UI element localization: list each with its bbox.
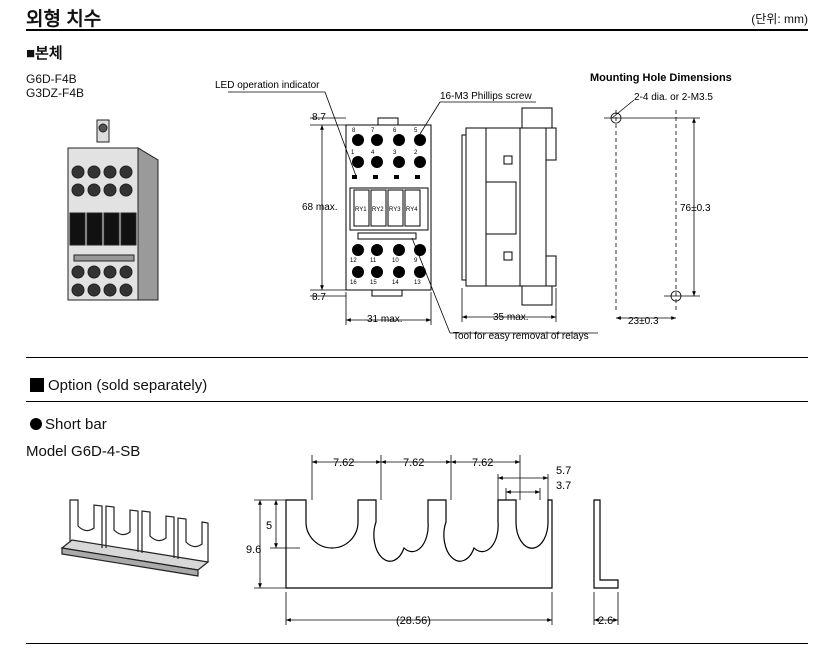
terminal-label: 1 <box>351 150 355 156</box>
terminal-label: 11 <box>370 258 377 264</box>
terminal-label: 8 <box>352 128 356 134</box>
relay-label: RY4 <box>406 207 418 213</box>
main-body-diagram: 8 7 6 5 1 4 3 2 RY1 RY2 RY3 RY4 12 11 10… <box>67 72 732 342</box>
dim-thickness: 2.6 <box>598 615 613 627</box>
mounting-diagram <box>604 99 700 320</box>
terminal-label: 15 <box>370 280 377 286</box>
option-rule <box>26 401 808 402</box>
terminal-label: 12 <box>350 258 357 264</box>
side-dimensions <box>461 288 557 322</box>
model-name: G6D-F4B <box>26 72 77 86</box>
terminal-label: 6 <box>393 128 397 134</box>
terminal-label: 5 <box>414 128 418 134</box>
unit-label: (단위: mm) <box>751 12 808 26</box>
terminal-label: 2 <box>414 150 418 156</box>
main-section-label: ■본체 <box>26 45 63 62</box>
dim-slot-depth: 5 <box>266 520 272 532</box>
option-section-label: Option (sold separately) <box>30 377 207 394</box>
relay-label: RY3 <box>389 207 401 213</box>
front-dimensions <box>228 91 598 334</box>
product-photo <box>67 119 159 301</box>
model-name: G3DZ-F4B <box>26 86 85 100</box>
led-callout: LED operation indicator <box>215 80 320 91</box>
relay-label: RY2 <box>372 207 384 213</box>
terminal-label: 16 <box>350 280 357 286</box>
relay-label: RY1 <box>355 207 367 213</box>
screw-callout: 16-M3 Phillips screw <box>440 91 532 102</box>
short-bar-label: Short bar <box>30 416 107 433</box>
square-bullet-icon <box>30 378 44 392</box>
terminal-label: 13 <box>414 280 421 286</box>
dim-top-offset: 8.7 <box>312 112 326 123</box>
dim-pitch: 7.62 <box>472 457 493 469</box>
terminal-label: 7 <box>371 128 375 134</box>
mounting-offset: 23±0.3 <box>628 316 659 327</box>
section-divider <box>26 357 808 358</box>
title-rule <box>26 29 808 31</box>
short-bar-model: Model G6D-4-SB <box>26 443 141 460</box>
terminal-label: 9 <box>414 258 418 264</box>
side-view <box>461 107 557 306</box>
mounting-hole-label: 2-4 dia. or 2-M3.5 <box>634 92 713 103</box>
short-bar-illustration <box>60 499 210 577</box>
dim-length: (28.56) <box>396 615 431 627</box>
circle-bullet-icon <box>30 418 42 430</box>
dim-width: 31 max. <box>367 314 403 325</box>
mounting-title: Mounting Hole Dimensions <box>590 72 732 84</box>
dim-pitch: 7.62 <box>333 457 354 469</box>
terminal-label: 3 <box>393 150 397 156</box>
dim-bottom-offset: 8.7 <box>312 292 326 303</box>
dim-depth: 35 max. <box>493 312 529 323</box>
front-view <box>345 117 432 297</box>
dim-pitch: 7.62 <box>403 457 424 469</box>
short-bar-profile <box>285 499 619 589</box>
mounting-pitch: 76±0.3 <box>680 203 711 214</box>
dim-height: 68 max. <box>302 202 338 213</box>
model-list: G6D-F4B G3DZ-F4B <box>26 72 84 100</box>
bottom-rule <box>26 643 808 644</box>
short-bar-diagram: 7.62 7.62 7.62 5.7 3.7 5 9.6 (28.56) 2.6 <box>60 455 619 627</box>
dim-inner-width: 3.7 <box>556 480 571 492</box>
terminal-label: 4 <box>371 150 375 156</box>
tool-callout: Tool for easy removal of relays <box>453 331 589 342</box>
terminal-label: 14 <box>392 280 399 286</box>
terminal-label: 10 <box>392 258 399 264</box>
dim-outer-width: 5.7 <box>556 465 571 477</box>
front-view-labels: 8 7 6 5 1 4 3 2 RY1 RY2 RY3 RY4 12 11 10… <box>350 128 421 286</box>
dim-height: 9.6 <box>246 544 261 556</box>
page-title: 외형 치수 <box>26 9 102 30</box>
short-bar-dimensions <box>254 455 619 625</box>
